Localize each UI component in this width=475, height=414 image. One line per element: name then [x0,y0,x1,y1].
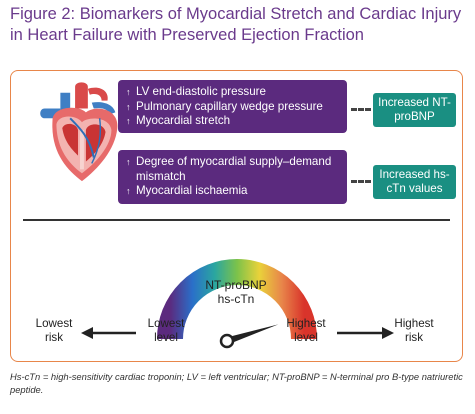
up-arrow-icon: ↑ [126,157,131,167]
dashed-connector [351,180,371,183]
lowest-risk-label: Lowest risk [35,317,73,344]
gauge-arc [157,259,317,340]
up-arrow-icon: ↑ [126,87,131,97]
right-arrow-head-icon [382,327,394,339]
left-arrow-head-icon [81,327,93,339]
figure-footnote: Hs-cTn = high-sensitivity cardiac tropon… [10,371,463,395]
gauge-hub [219,333,235,349]
heart-illustration [40,82,118,182]
up-arrow-icon: ↑ [126,116,131,126]
factor-row: ↑ Myocardial stretch [126,114,339,129]
factor-row: ↑ Myocardial ischaemia [126,184,339,199]
factor-row: ↑ Degree of myocardial supply–demand mism… [126,155,339,184]
gauge-center-label: NT-proBNP hs-cTn [186,278,286,306]
up-arrow-icon: ↑ [126,186,131,196]
factor-label: LV end-diastolic pressure [136,85,266,98]
section-divider [23,219,450,221]
factor-label: Myocardial ischaemia [136,184,248,197]
ntprobnp-result-box: Increased NT-proBNP [373,93,456,127]
stretch-factors-box: ↑ LV end-diastolic pressure ↑ Pulmonary ca… [118,80,347,133]
factor-row: ↑ Pulmonary capillary wedge pressure [126,100,339,115]
gauge-label-hsctn: hs-cTn [217,292,255,306]
gauge-needle [225,324,279,345]
factor-row: ↑ LV end-diastolic pressure [126,85,339,100]
figure-panel: ↑ LV end-diastolic pressure ↑ Pulmonary ca… [10,70,463,362]
factor-label: Degree of myocardial supply–demand misma… [136,155,332,183]
injury-factors-box: ↑ Degree of myocardial supply–demand mism… [118,150,347,204]
hsctn-result-box: Increased hs-cTn values [373,165,456,199]
dashed-connector [351,108,371,111]
highest-risk-label: Highest risk [394,317,434,344]
gauge-label-ntprobnp: NT-proBNP [205,278,267,292]
up-arrow-icon: ↑ [126,101,131,112]
risk-gauge: NT-proBNP hs-cTn Lowest risk Lowest leve… [11,221,464,361]
factor-label: Myocardial stretch [136,114,231,127]
highest-level-label: Highest level [286,317,326,344]
gauge-graphic [81,259,394,349]
figure-title: Figure 2: Biomarkers of Myocardial Stret… [10,5,462,44]
lowest-level-label: Lowest level [147,317,185,344]
factor-label: Pulmonary capillary wedge pressure [136,99,323,113]
